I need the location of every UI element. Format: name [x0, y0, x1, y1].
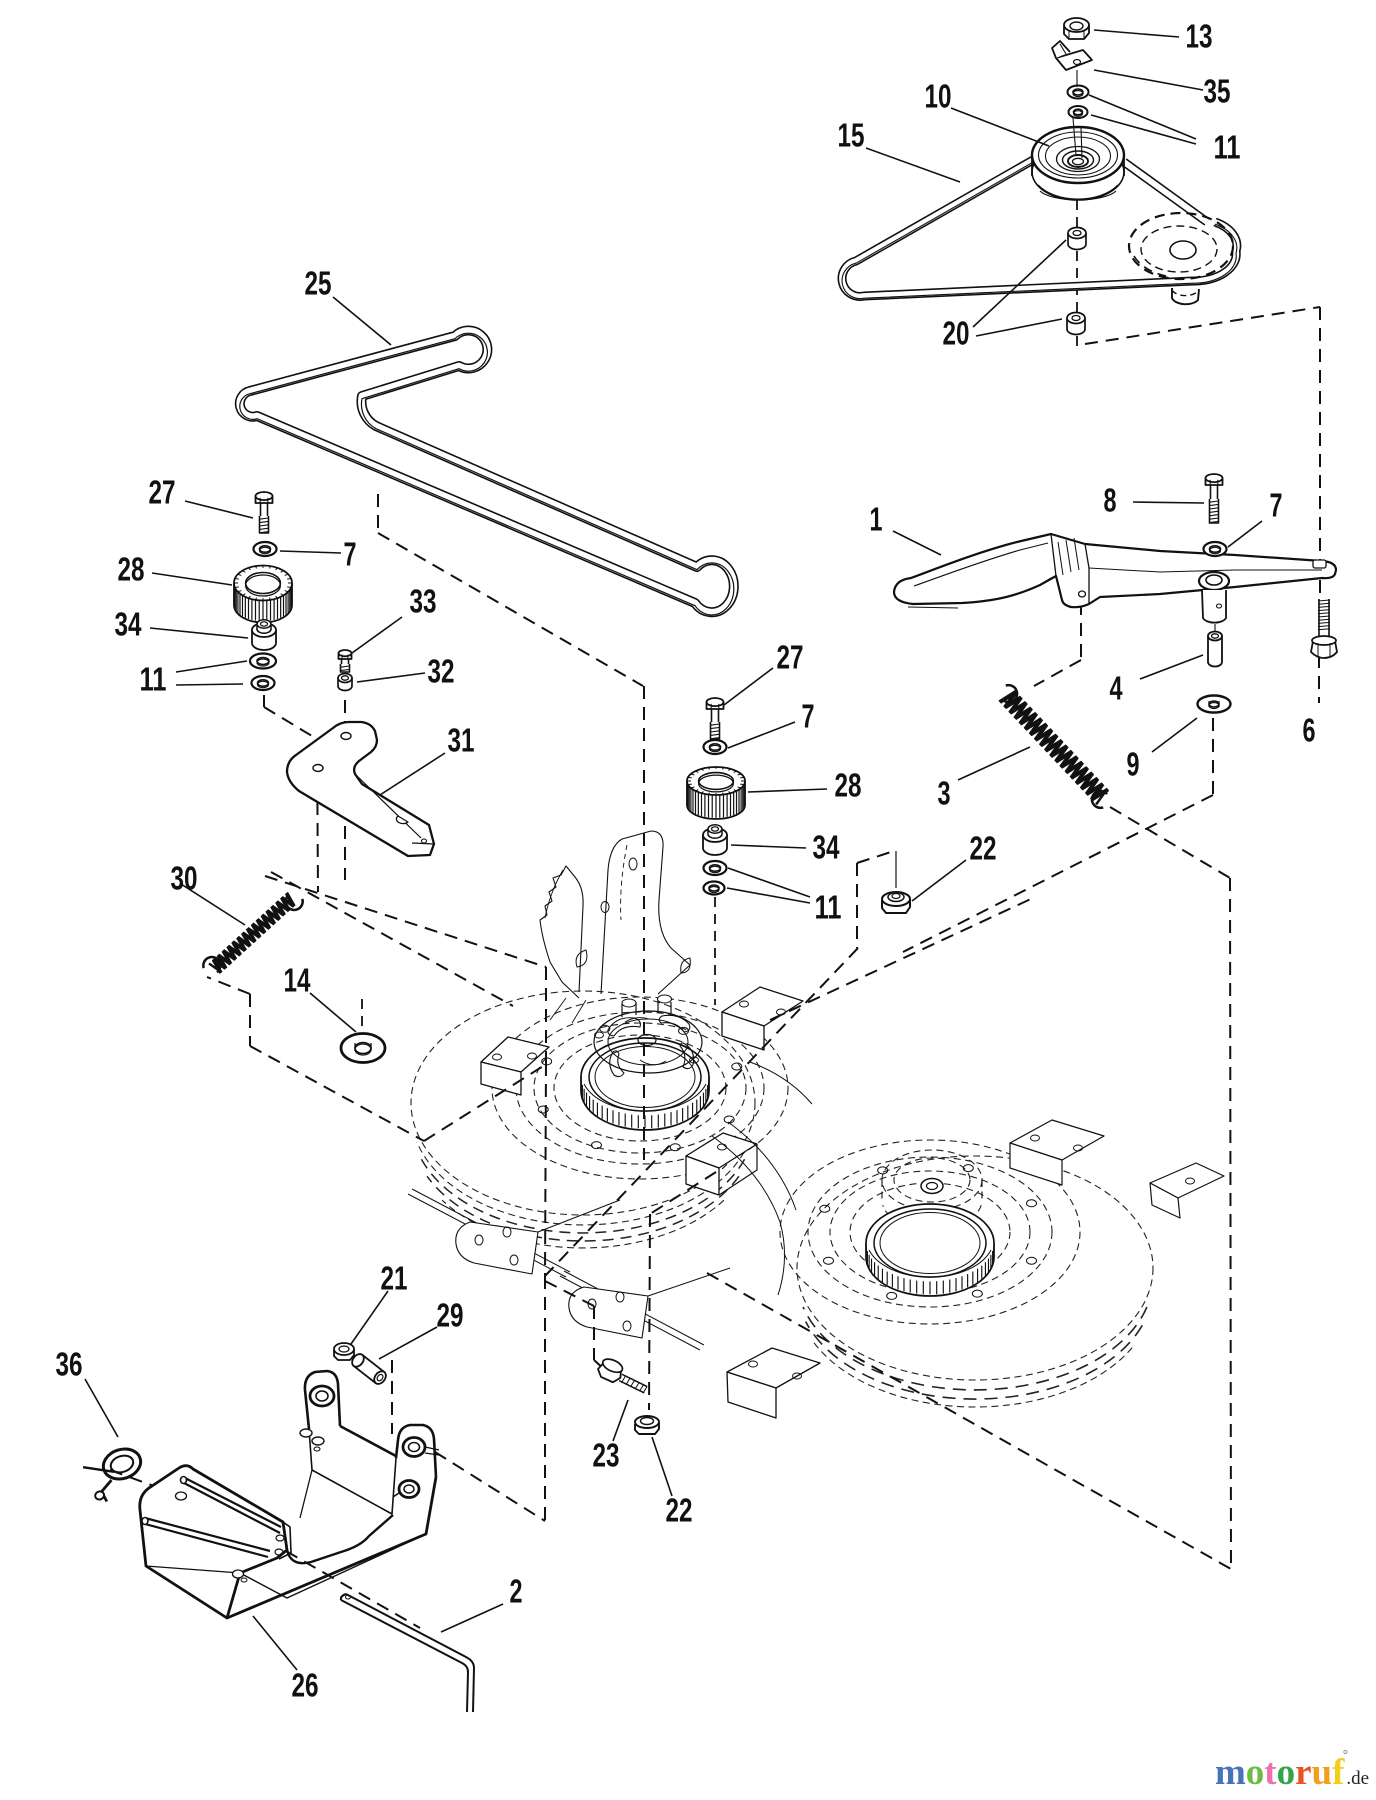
svg-text:6: 6	[1303, 712, 1316, 749]
svg-text:33: 33	[410, 583, 437, 620]
svg-text:30: 30	[171, 860, 198, 897]
svg-text:o: o	[1246, 1752, 1265, 1793]
svg-text:1: 1	[870, 501, 883, 538]
svg-text:9: 9	[1127, 746, 1140, 783]
svg-text:36: 36	[56, 1346, 83, 1383]
svg-text:28: 28	[118, 551, 145, 588]
svg-text:28: 28	[835, 767, 862, 804]
svg-text:23: 23	[593, 1437, 620, 1474]
svg-text:35: 35	[1204, 73, 1231, 110]
svg-text:21: 21	[381, 1260, 408, 1297]
svg-text:u: u	[1312, 1752, 1333, 1793]
svg-text:r: r	[1295, 1752, 1311, 1793]
svg-text:4: 4	[1110, 670, 1123, 707]
svg-text:34: 34	[813, 829, 840, 866]
svg-text:15: 15	[838, 117, 865, 154]
svg-text:3: 3	[938, 775, 951, 812]
svg-text:34: 34	[115, 606, 142, 643]
svg-text:20: 20	[943, 315, 970, 352]
svg-text:32: 32	[428, 653, 455, 690]
svg-text:22: 22	[666, 1492, 693, 1529]
svg-text:7: 7	[344, 536, 357, 573]
svg-text:8: 8	[1104, 482, 1117, 519]
svg-text:7: 7	[1270, 487, 1283, 524]
svg-text:14: 14	[284, 962, 311, 999]
svg-text:t: t	[1264, 1752, 1277, 1793]
svg-text:25: 25	[305, 265, 332, 302]
svg-text:27: 27	[777, 639, 804, 676]
svg-text:11: 11	[140, 661, 167, 698]
svg-text:10: 10	[925, 78, 952, 115]
svg-text:29: 29	[437, 1297, 464, 1334]
svg-text:o: o	[1277, 1752, 1296, 1793]
svg-text:22: 22	[970, 830, 997, 867]
svg-text:m: m	[1215, 1752, 1246, 1793]
svg-text:27: 27	[149, 474, 176, 511]
svg-text:.de: .de	[1346, 1768, 1369, 1789]
svg-text:11: 11	[1214, 129, 1241, 166]
svg-text:26: 26	[292, 1667, 319, 1704]
svg-text:2: 2	[510, 1573, 523, 1610]
svg-text:7: 7	[802, 698, 815, 735]
svg-text:f: f	[1332, 1752, 1345, 1793]
svg-text:11: 11	[815, 889, 842, 926]
svg-text:13: 13	[1186, 18, 1213, 55]
svg-text:31: 31	[448, 722, 475, 759]
